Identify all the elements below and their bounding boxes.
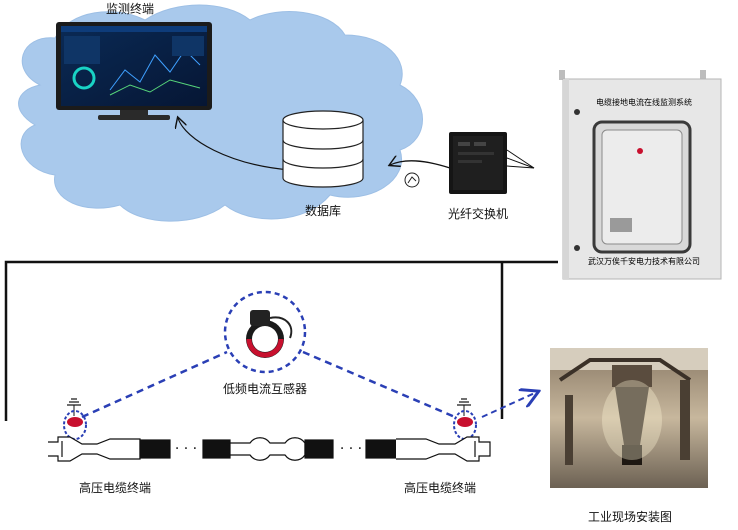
ct-link-right xyxy=(302,350,456,419)
sensor-dashed-left xyxy=(63,410,87,440)
ellipsis-left: · · · xyxy=(175,441,197,457)
hv-terminal-left-label: 高压电缆终端 xyxy=(79,480,151,495)
photo-pointer-arrow xyxy=(481,392,537,418)
fiber-switch-label: 光纤交换机 xyxy=(448,206,508,221)
database-label: 数据库 xyxy=(305,203,341,218)
lf-ct-label: 低频电流互感器 xyxy=(223,381,307,396)
db-to-monitor-arrow xyxy=(178,118,291,171)
ct-link-left xyxy=(81,350,228,419)
field-installation-photo xyxy=(550,348,708,488)
hv-terminal-right-label: 高压电缆终端 xyxy=(404,480,476,495)
monitor-icon xyxy=(56,22,212,120)
cabinet-title: 电缆接地电流在线监测系统 xyxy=(596,97,692,107)
cable-assembly xyxy=(48,436,491,462)
loop-wire-left xyxy=(4,260,558,421)
sensor-right xyxy=(457,417,473,427)
monitor-terminal-label: 监测终端 xyxy=(106,1,154,16)
database-icon xyxy=(282,110,364,188)
monitoring-cabinet xyxy=(559,70,722,280)
current-transformer-icon xyxy=(246,310,293,358)
ellipsis-right: · · · xyxy=(340,441,362,457)
sensor-left xyxy=(67,417,83,427)
ct-dashed-circle xyxy=(223,290,307,374)
switch-to-db-arrow xyxy=(390,161,451,169)
sensor-dashed-right xyxy=(453,410,477,440)
signal-icon xyxy=(404,172,420,188)
fiber-switch-icon xyxy=(449,132,535,194)
field-photo-label: 工业现场安装图 xyxy=(588,509,672,524)
cabinet-company: 武汉万俟千安电力技术有限公司 xyxy=(588,256,700,266)
